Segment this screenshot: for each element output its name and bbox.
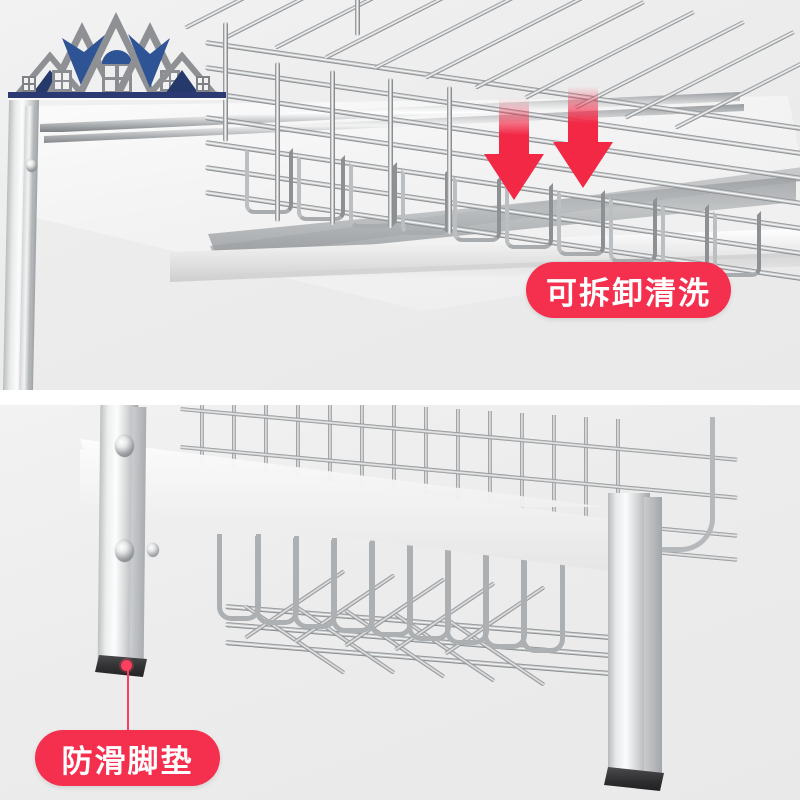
basket-support-post — [388, 78, 393, 228]
brand-logo-icon — [8, 8, 228, 100]
right-leg-side-face — [644, 497, 662, 783]
basket-support-post — [330, 70, 335, 225]
basket-support-post — [275, 62, 280, 222]
panel-non-slip-foot — [0, 405, 800, 800]
rivet-icon — [147, 543, 159, 557]
under-shelf-wire-basket — [217, 534, 625, 687]
badge-removable-washable[interactable]: 可拆卸清洗 — [526, 262, 731, 318]
down-arrow-left-icon — [484, 98, 544, 200]
callout-leader-line — [127, 665, 129, 731]
rivet-icon — [115, 435, 134, 457]
badge-non-slip-foot-pad[interactable]: 防滑脚垫 — [35, 730, 220, 786]
rear-wire-screen — [179, 405, 800, 579]
callout-dot — [121, 660, 132, 671]
basket-support-post — [447, 86, 452, 234]
right-leg — [608, 493, 650, 783]
logo-underline-highlight — [8, 98, 226, 100]
rivet-icon — [26, 159, 37, 172]
rivet-icon — [115, 540, 134, 562]
panel-removable-basket: 可拆卸清洗 — [0, 0, 800, 390]
down-arrow-right-icon — [553, 86, 613, 188]
logo-underline — [8, 92, 226, 98]
